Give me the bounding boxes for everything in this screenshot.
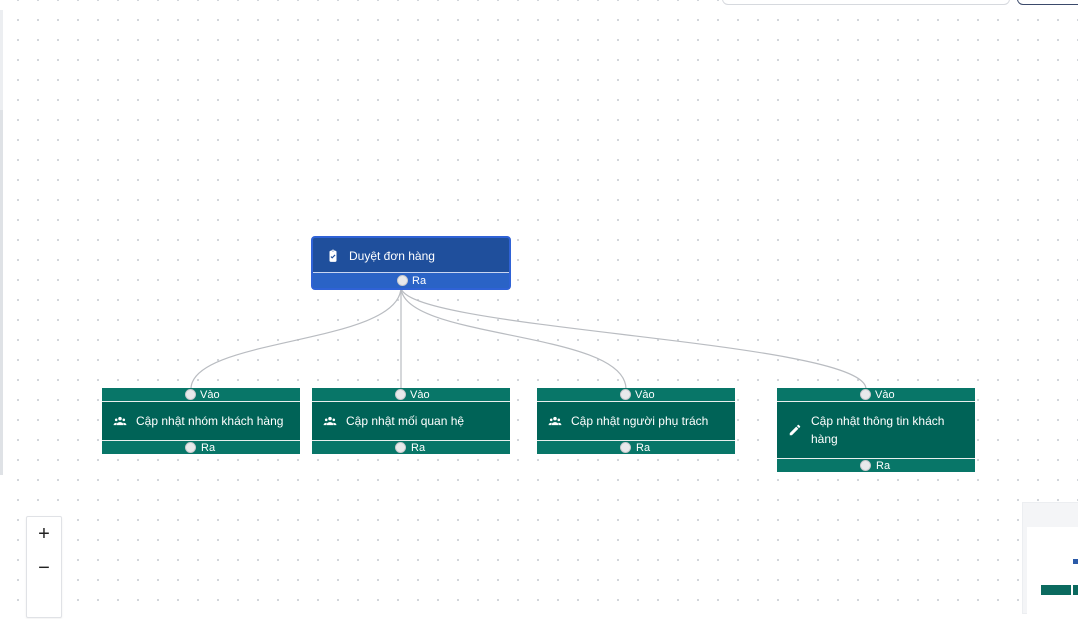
left-panel-edge	[0, 10, 3, 475]
input-port-label: Vào	[410, 388, 430, 401]
group-icon	[547, 413, 563, 429]
action-node-title: Cập nhật nhóm khách hàng	[136, 414, 284, 428]
trigger-node-title: Duyệt đơn hàng	[349, 249, 435, 263]
output-port[interactable]	[395, 441, 406, 453]
action-node-body: Cập nhật người phụ trách	[537, 402, 735, 440]
action-node-body: Cập nhật nhóm khách hàng	[102, 402, 300, 440]
trigger-node-body: Duyệt đơn hàng	[313, 238, 509, 274]
input-bar: Vào	[777, 388, 975, 402]
fit-view-button[interactable]	[27, 585, 61, 619]
output-port-label: Ra	[412, 274, 427, 287]
zoom-controls: + −	[26, 516, 62, 618]
input-port[interactable]	[860, 388, 871, 400]
action-node-update-assignee[interactable]: Vào Cập nhật người phụ trách Ra	[537, 388, 735, 454]
output-port[interactable]	[620, 441, 631, 453]
input-bar: Vào	[102, 388, 300, 402]
input-bar: Vào	[312, 388, 510, 402]
output-bar: Ra	[777, 458, 975, 472]
minimap[interactable]	[1022, 502, 1078, 617]
edge-to-node-1	[190, 286, 402, 390]
action-node-title: Cập nhật mối quan hệ	[346, 414, 465, 428]
group-icon	[322, 413, 338, 429]
input-port[interactable]	[395, 388, 406, 400]
trigger-node-approve-order[interactable]: Duyệt đơn hàng Ra	[311, 236, 511, 290]
output-port[interactable]	[860, 459, 871, 471]
input-bar: Vào	[537, 388, 735, 402]
group-icon	[112, 413, 128, 429]
minimap-viewport	[1027, 527, 1078, 617]
left-panel-scrollbar[interactable]	[0, 110, 3, 475]
input-port-label: Vào	[635, 388, 655, 401]
output-port-label: Ra	[636, 441, 651, 454]
action-node-title: Cập nhật thông tin khách hàng	[811, 414, 945, 446]
edge-to-node-4	[400, 286, 867, 390]
output-port-label: Ra	[876, 459, 891, 472]
edit-pencil-icon	[787, 422, 803, 438]
action-node-update-customer-group[interactable]: Vào Cập nhật nhóm khách hàng Ra	[102, 388, 300, 454]
clipboard-check-icon	[325, 248, 341, 264]
input-port-label: Vào	[875, 388, 895, 401]
output-bar: Ra	[537, 440, 735, 454]
action-node-body: Cập nhật thông tin khách hàng	[777, 402, 975, 458]
edge-to-node-3	[400, 286, 627, 390]
output-bar: Ra	[102, 440, 300, 454]
input-port[interactable]	[620, 388, 631, 400]
input-port[interactable]	[185, 388, 196, 400]
action-node-body: Cập nhật mối quan hệ	[312, 402, 510, 440]
trigger-node-output-bar: Ra	[313, 272, 509, 288]
minimap-action-node	[1073, 585, 1078, 595]
minimap-action-node	[1041, 585, 1071, 595]
action-node-update-relationship[interactable]: Vào Cập nhật mối quan hệ Ra	[312, 388, 510, 454]
output-port-label: Ra	[411, 441, 426, 454]
output-bar: Ra	[312, 440, 510, 454]
top-search-field[interactable]	[722, 0, 1010, 5]
output-port[interactable]	[185, 441, 196, 453]
zoom-out-button[interactable]: −	[38, 556, 50, 579]
action-node-title: Cập nhật người phụ trách	[571, 414, 709, 428]
minimap-trigger-node	[1073, 559, 1078, 564]
input-port-label: Vào	[200, 388, 220, 401]
edge-layer	[190, 286, 867, 390]
output-port[interactable]	[397, 274, 408, 286]
zoom-in-button[interactable]: +	[38, 522, 50, 545]
action-node-update-customer-info[interactable]: Vào Cập nhật thông tin khách hàng Ra	[777, 388, 975, 472]
top-action-button[interactable]	[1017, 0, 1078, 5]
output-port-label: Ra	[201, 441, 216, 454]
